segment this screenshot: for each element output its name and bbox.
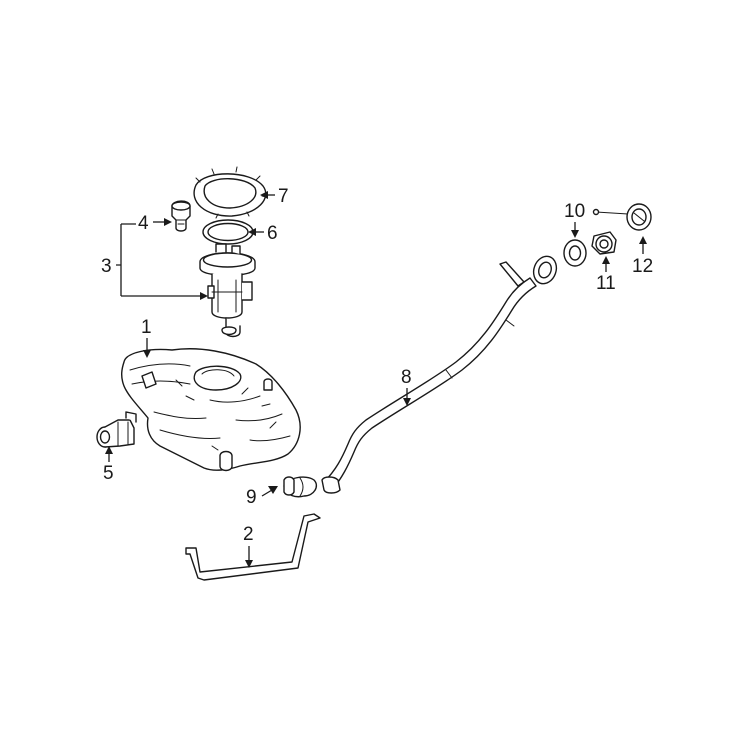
callout-7: 7 [260, 186, 289, 207]
svg-text:1: 1 [141, 317, 152, 338]
svg-text:11: 11 [596, 273, 616, 294]
callout-5: 5 [103, 446, 114, 484]
callout-6: 6 [248, 223, 278, 244]
lock-ring-part[interactable] [193, 166, 268, 219]
fuel-pump-module-part[interactable] [199, 243, 256, 338]
tank-strap-part[interactable] [185, 513, 321, 581]
svg-text:7: 7 [278, 186, 289, 207]
callout-8: 8 [401, 367, 412, 406]
filler-housing-part[interactable] [591, 231, 617, 255]
fuel-tank-part[interactable] [121, 348, 301, 472]
callout-1: 1 [141, 317, 152, 358]
svg-text:2: 2 [243, 524, 254, 545]
callout-3: 3 [101, 223, 208, 300]
gasket-part[interactable] [202, 219, 254, 245]
svg-text:5: 5 [103, 463, 114, 484]
callout-10: 10 [564, 201, 585, 238]
callout-11: 11 [596, 256, 616, 294]
callout-4: 4 [138, 213, 172, 234]
filler-pipe-part[interactable] [321, 253, 560, 494]
callout-2: 2 [243, 524, 254, 568]
svg-text:3: 3 [101, 256, 112, 277]
callout-12: 12 [632, 236, 653, 277]
pressure-regulator-part[interactable] [171, 200, 191, 232]
svg-text:12: 12 [632, 256, 653, 277]
fuel-cap-part[interactable] [592, 203, 652, 231]
callout-9: 9 [246, 486, 278, 508]
filler-neck-gasket-part[interactable] [563, 239, 587, 267]
filler-hose-part[interactable] [283, 476, 318, 498]
svg-text:8: 8 [401, 367, 412, 388]
svg-text:6: 6 [267, 223, 278, 244]
vent-valve-part[interactable] [96, 411, 137, 448]
svg-text:9: 9 [246, 487, 257, 508]
svg-text:10: 10 [564, 201, 585, 222]
svg-text:4: 4 [138, 213, 149, 234]
